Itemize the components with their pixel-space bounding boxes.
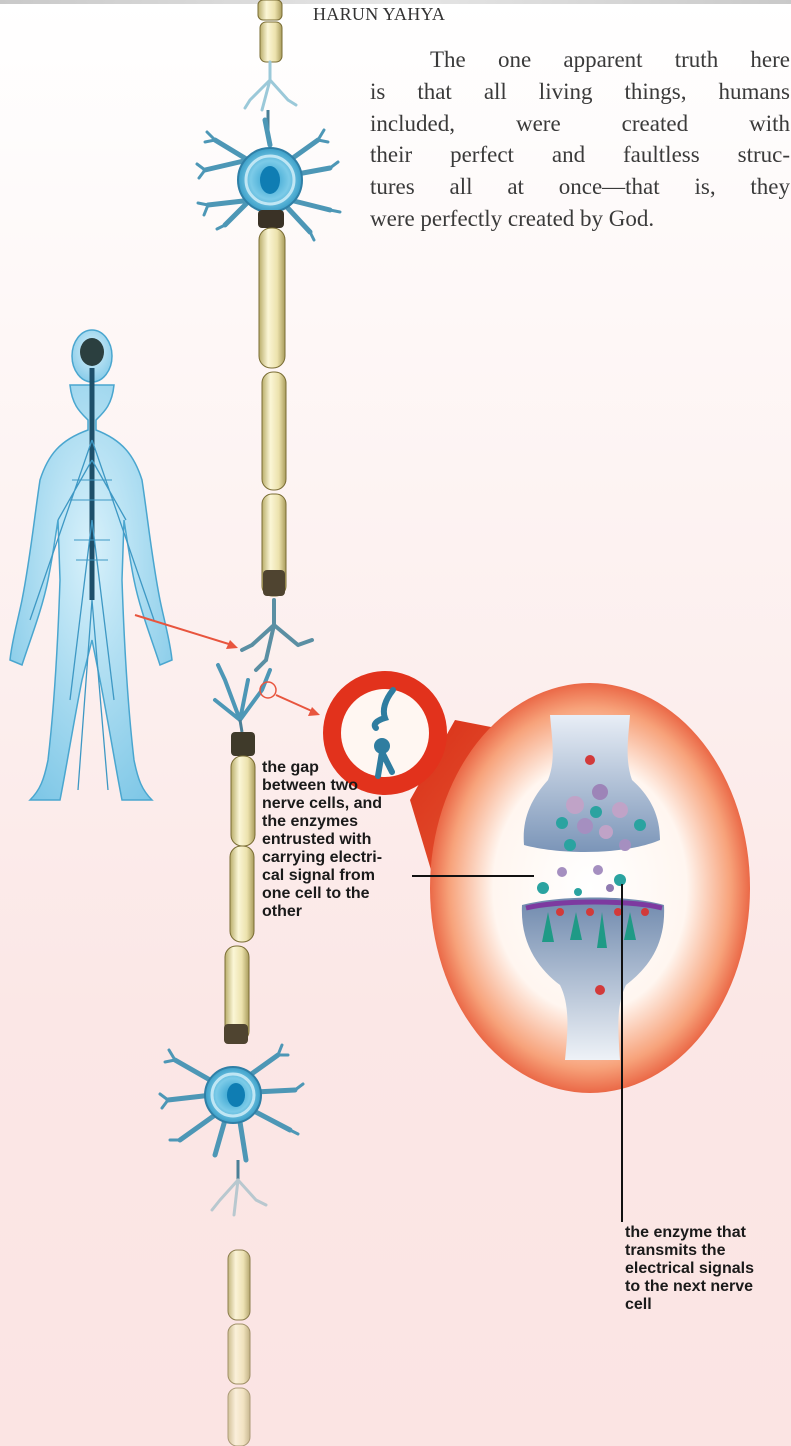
gap-label-line: the gap bbox=[262, 759, 382, 777]
enzyme-label: the enzyme that transmits the electrical… bbox=[625, 1224, 754, 1314]
neuron-cell-body-bottom bbox=[160, 1045, 303, 1160]
gap-label: the gap between two nerve cells, and the… bbox=[262, 759, 382, 921]
enzyme-label-line: to the next nerve bbox=[625, 1278, 754, 1296]
enzyme-label-line: cell bbox=[625, 1296, 754, 1314]
human-body-figure bbox=[10, 330, 172, 800]
enzyme-label-line: electrical signals bbox=[625, 1260, 754, 1278]
gap-label-line: between two bbox=[262, 777, 382, 795]
gap-label-line: carrying electri- bbox=[262, 849, 382, 867]
gap-label-line: nerve cells, and bbox=[262, 795, 382, 813]
gap-label-line: other bbox=[262, 903, 382, 921]
enzyme-label-line: transmits the bbox=[625, 1242, 754, 1260]
gap-label-line: cal signal from bbox=[262, 867, 382, 885]
gap-label-line: one cell to the bbox=[262, 885, 382, 903]
gap-label-line: entrusted with bbox=[262, 831, 382, 849]
magnifier-callout bbox=[323, 671, 750, 1093]
nerve-chain bbox=[160, 0, 340, 1446]
enzyme-label-line: the enzyme that bbox=[625, 1224, 754, 1242]
gap-label-line: the enzymes bbox=[262, 813, 382, 831]
